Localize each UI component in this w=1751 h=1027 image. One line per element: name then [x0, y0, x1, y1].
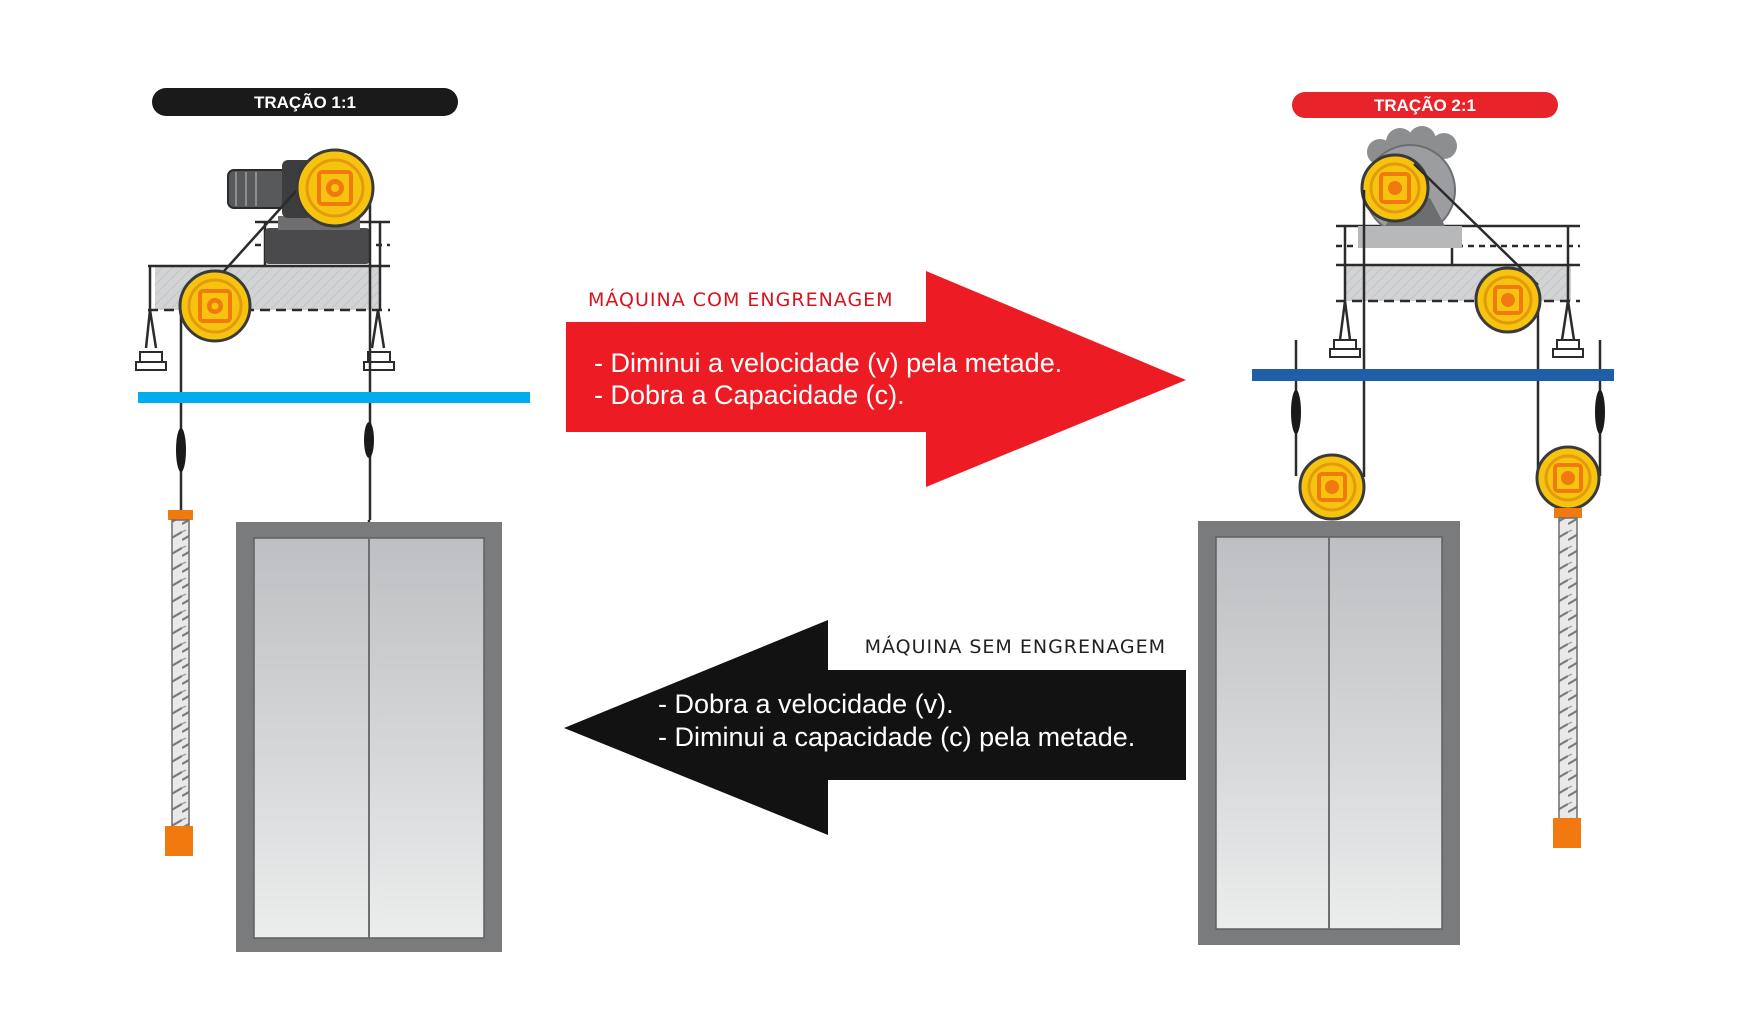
- counterweight-pulley-icon: [1535, 445, 1601, 511]
- arrow-right-shape: [566, 271, 1186, 487]
- deflector-sheave-icon: [1474, 266, 1542, 334]
- right-floor-slab: [1252, 369, 1614, 381]
- counterweight-icon: [1553, 508, 1582, 848]
- elevator-cabin-icon: [1198, 521, 1460, 945]
- right-cw-rope-fitting: [1595, 390, 1605, 434]
- arrow-right-line-2: - Dobra a Capacidade (c).: [594, 380, 905, 410]
- traction-sheave-icon: [295, 148, 375, 228]
- left-system: TRAÇÃO 1:1: [135, 88, 530, 952]
- right-damper-b: [1552, 339, 1584, 358]
- left-cw-rope-fitting: [176, 428, 186, 472]
- arrow-right-title: MÁQUINA COM ENGRENAGEM: [588, 288, 894, 311]
- left-title-badge: TRAÇÃO 1:1: [152, 88, 458, 116]
- right-title: TRAÇÃO 2:1: [1374, 95, 1476, 115]
- arrow-gearless: MÁQUINA SEM ENGRENAGEM - Dobra a velocid…: [564, 620, 1186, 835]
- car-pulley-icon: [1298, 453, 1366, 521]
- arrow-right-line-1: - Diminui a velocidade (v) pela metade.: [594, 348, 1062, 378]
- deflector-sheave-icon: [178, 269, 252, 343]
- arrow-left-line-1: - Dobra a velocidade (v).: [658, 689, 954, 719]
- right-car-rope-fitting: [1291, 390, 1301, 434]
- left-car-rope-fitting: [364, 422, 374, 458]
- counterweight-icon: [165, 510, 193, 856]
- traction-sheave-icon: [1360, 153, 1430, 223]
- right-damper-a: [1329, 339, 1361, 358]
- arrow-left-title-bg: [835, 628, 1185, 664]
- left-damper-b: [363, 351, 395, 371]
- left-title: TRAÇÃO 1:1: [254, 92, 356, 112]
- arrow-with-gear: MÁQUINA COM ENGRENAGEM - Diminui a veloc…: [566, 271, 1186, 487]
- arrow-left-line-2: - Diminui a capacidade (c) pela metade.: [658, 722, 1135, 752]
- elevator-cabin-icon: [236, 522, 502, 952]
- machine-base: [265, 228, 370, 264]
- arrow-right-title-bg: [580, 280, 920, 316]
- right-title-badge: TRAÇÃO 2:1: [1292, 92, 1558, 118]
- right-system: TRAÇÃO 2:1: [1198, 92, 1614, 945]
- left-damper-a: [135, 351, 167, 371]
- arrow-left-title: MÁQUINA SEM ENGRENAGEM: [865, 635, 1166, 658]
- arrow-left-shape: [564, 620, 1186, 835]
- left-floor-slab: [138, 392, 530, 403]
